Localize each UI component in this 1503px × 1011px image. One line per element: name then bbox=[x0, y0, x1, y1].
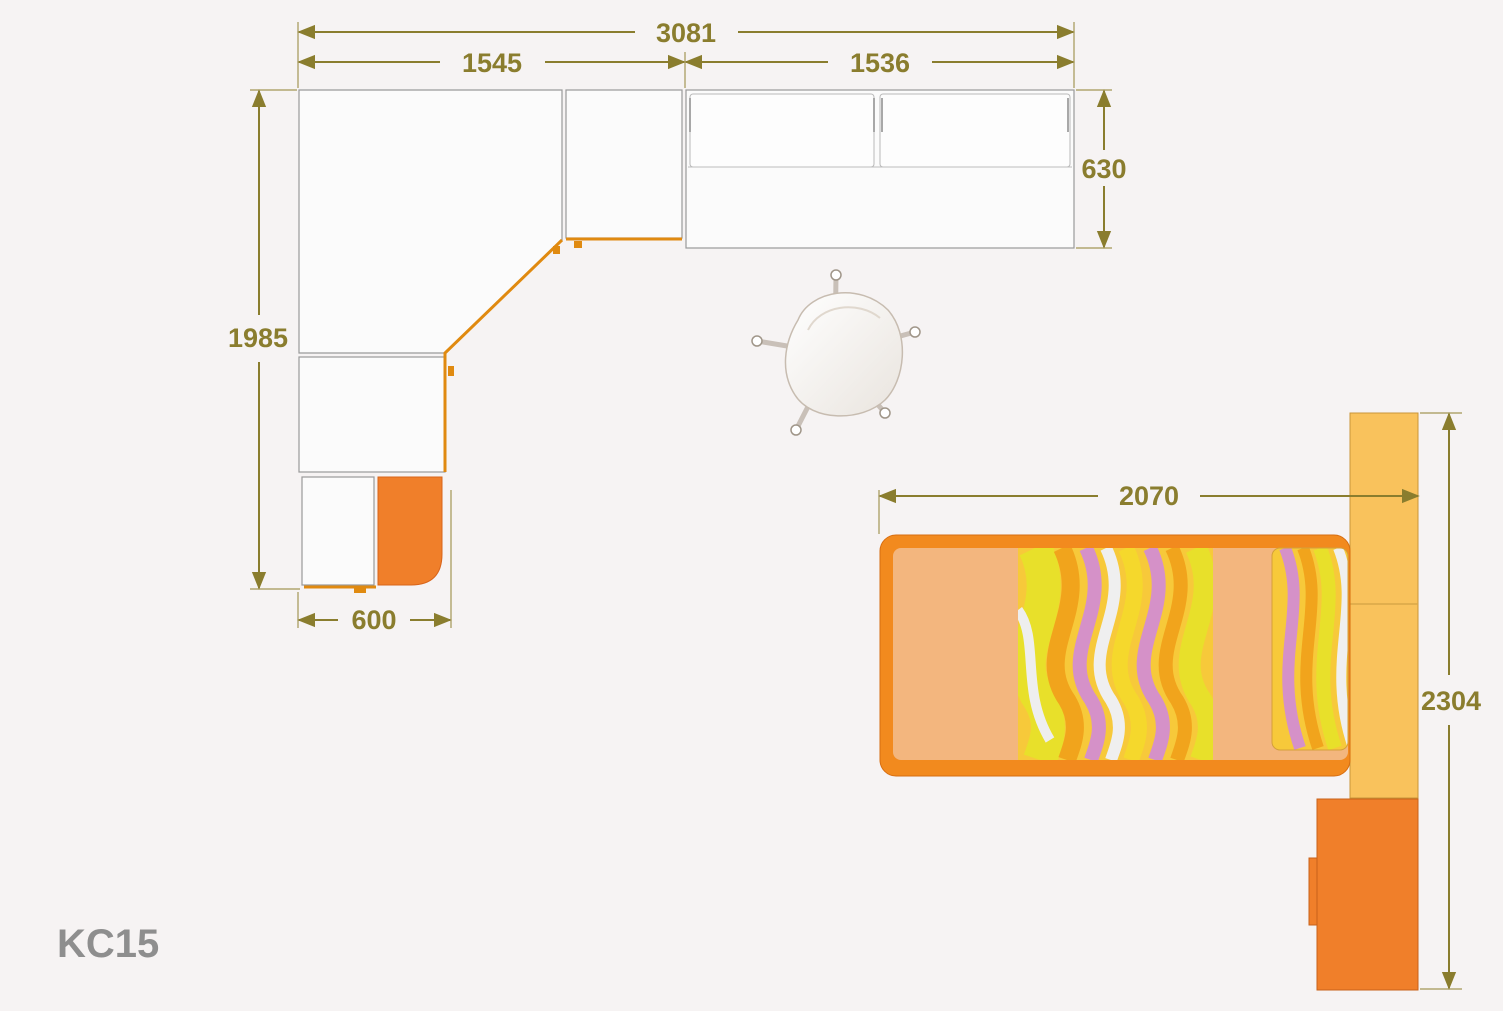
dim-corner-height: 1985 bbox=[228, 323, 288, 353]
bedside-handle bbox=[1308, 857, 1318, 926]
bed-unit bbox=[879, 412, 1419, 991]
model-code: KC15 bbox=[57, 922, 159, 966]
dim-wardrobe-length: 2304 bbox=[1421, 686, 1481, 716]
quilt-pattern bbox=[1018, 548, 1213, 760]
corner-desk-top bbox=[298, 89, 563, 354]
dim-pedestal-width: 600 bbox=[351, 605, 396, 635]
dim-bed-length: 2070 bbox=[1119, 481, 1179, 511]
corner-desk-unit bbox=[298, 89, 683, 593]
bedside-cabinet bbox=[1316, 798, 1419, 991]
pillow bbox=[1271, 547, 1349, 751]
pedestal-orange bbox=[377, 476, 443, 586]
dim-desk-depth: 630 bbox=[1081, 154, 1126, 184]
handle bbox=[574, 241, 582, 248]
handle bbox=[553, 246, 560, 254]
dim-desk-right-width: 1536 bbox=[850, 48, 910, 78]
swivel-chair bbox=[751, 269, 921, 436]
handle bbox=[354, 588, 366, 593]
cushion-right bbox=[879, 93, 1071, 168]
bench-unit bbox=[685, 89, 1075, 249]
dimension-labels: 3081 1545 1536 630 1985 600 2070 2304 bbox=[228, 18, 1481, 716]
narrow-cabinet bbox=[565, 89, 683, 239]
handle bbox=[448, 366, 454, 376]
dim-overall-width: 3081 bbox=[656, 18, 716, 48]
cushion-left bbox=[689, 93, 875, 168]
dim-desk-left-width: 1545 bbox=[462, 48, 522, 78]
chair-seat bbox=[784, 291, 904, 417]
headboard-column bbox=[1349, 412, 1419, 799]
desk-edge-trim bbox=[443, 238, 564, 472]
pedestal-white bbox=[301, 476, 375, 586]
dimension-lines bbox=[250, 22, 1462, 990]
lower-cabinet bbox=[298, 356, 446, 473]
